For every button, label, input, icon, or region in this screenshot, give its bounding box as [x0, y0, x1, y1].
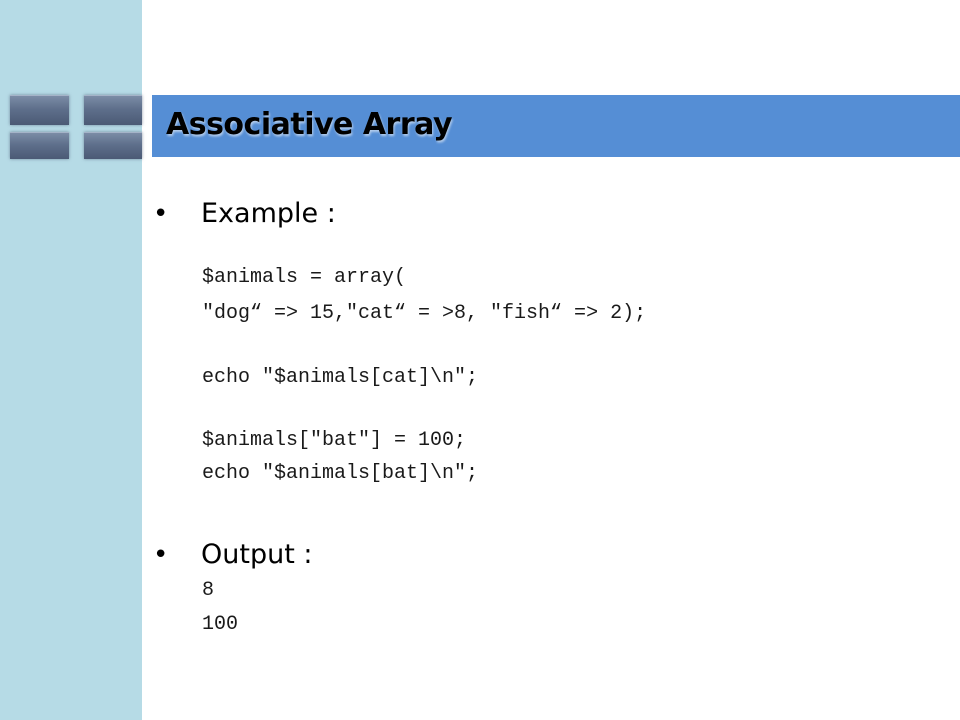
code-line: echo "$animals[cat]\n";	[202, 366, 479, 389]
bullet-dot-icon: •	[153, 540, 169, 570]
code-line: $animals["bat"] = 100;	[202, 429, 467, 452]
output-line: 100	[202, 613, 239, 636]
code-line: "dog“ => 15,"cat“ = >8, "fish“ => 2);	[202, 302, 647, 325]
decorative-block-top-left	[10, 95, 69, 125]
output-line: 8	[202, 579, 215, 602]
slide-title: Associative Array	[166, 107, 453, 142]
output-label: Output :	[201, 539, 313, 570]
code-line: echo "$animals[bat]\n";	[202, 462, 479, 485]
decorative-block-bottom-right	[84, 132, 142, 159]
code-line: $animals = array(	[202, 266, 407, 289]
title-bar: Associative Array	[152, 95, 960, 157]
decorative-block-bottom-left	[10, 132, 69, 159]
bullet-dot-icon: •	[153, 199, 169, 229]
example-label: Example :	[201, 198, 336, 229]
decorative-block-top-right	[84, 95, 142, 125]
